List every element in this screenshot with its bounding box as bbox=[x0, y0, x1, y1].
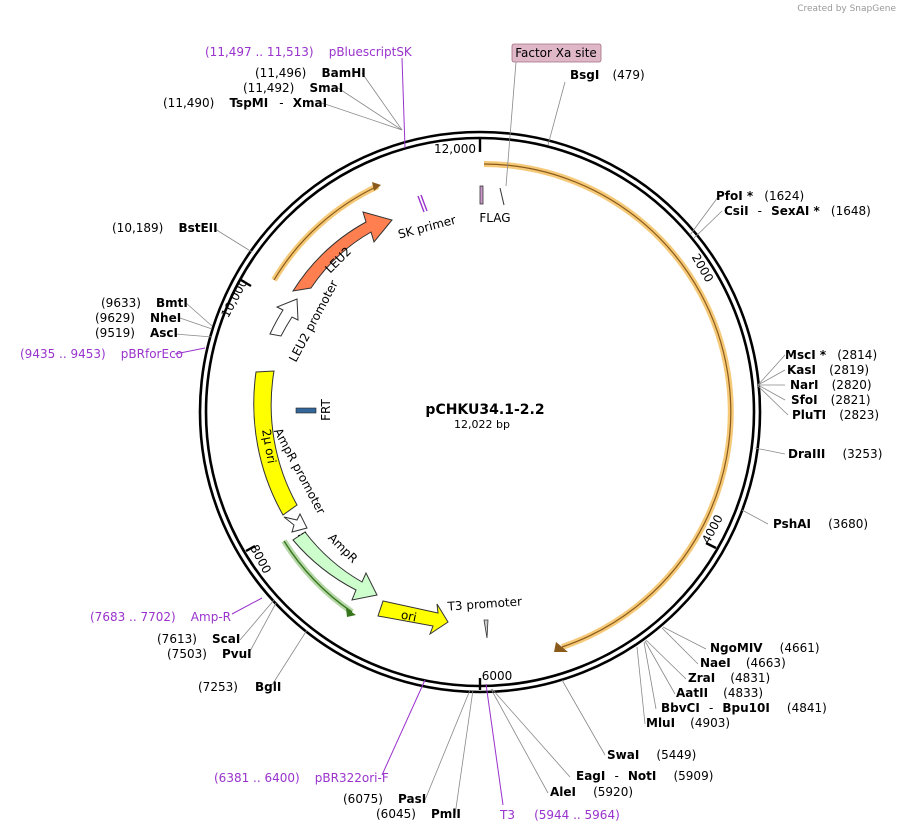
enzyme-mscI: MscI * (2814) bbox=[785, 344, 877, 363]
primer-pbluescriptSK: (11,497 .. 11,513) pBluescriptSK bbox=[205, 41, 413, 60]
snapgene-watermark: Created by SnapGene bbox=[797, 4, 896, 14]
frt-feature bbox=[295, 407, 317, 414]
enzyme-zraI: ZraI (4831) bbox=[688, 667, 770, 686]
enzyme-pshAI: PshAI (3680) bbox=[773, 513, 868, 532]
t3-promoter-label: T3 promoter bbox=[446, 594, 522, 613]
sk-primer-mark2 bbox=[420, 194, 428, 212]
enzyme-bsgI: BsgI (479) bbox=[570, 64, 645, 83]
backbone-outer bbox=[198, 130, 762, 694]
green-arc-core bbox=[283, 540, 353, 613]
enzyme-pfoI: PfoI * (1624) bbox=[716, 185, 804, 204]
enzyme-pvuI: (7503) PvuI bbox=[167, 643, 252, 662]
two-micron-feature bbox=[253, 370, 298, 516]
factor-xa-box bbox=[511, 43, 602, 63]
orange-arc-left-head bbox=[372, 182, 381, 191]
primer-leaders bbox=[174, 57, 504, 806]
enzyme-scaI: (7613) ScaI bbox=[157, 628, 240, 647]
t3-promoter-feature bbox=[483, 619, 489, 639]
enzyme-pasI: (6075) PasI bbox=[343, 788, 426, 807]
sk-primer-label: SK primer bbox=[397, 213, 458, 242]
enzyme-ascI: (9519) AscI bbox=[95, 322, 178, 341]
tick-label-12000: 12,000 bbox=[434, 142, 476, 156]
enzyme-draIII: DraIII (3253) bbox=[788, 443, 882, 462]
ori-feature bbox=[377, 600, 449, 636]
enzyme-narI: NarI (2820) bbox=[790, 374, 872, 393]
enzyme-kasI: KasI (2819) bbox=[787, 359, 869, 378]
flag-label: FLAG bbox=[479, 211, 510, 225]
enzyme-pmlI: (6045) PmlI bbox=[376, 803, 461, 822]
orange-arc-right-head bbox=[554, 642, 568, 652]
enzyme-mluI: MluI (4903) bbox=[646, 712, 730, 731]
leu2-feature bbox=[291, 211, 393, 292]
enzyme-swaI: SwaI (5449) bbox=[607, 744, 696, 763]
enzyme-ngoMIV: NgoMIV (4661) bbox=[710, 637, 820, 656]
ori-label: ori bbox=[400, 608, 418, 625]
enzyme-eagI: EagI - NotI (5909) bbox=[576, 765, 713, 784]
green-arc-head bbox=[346, 608, 356, 617]
enzyme-aatII: AatII (4833) bbox=[676, 682, 763, 701]
two-micron-label: 2μ ori bbox=[259, 428, 279, 465]
enzyme-pluTI: PluTI (2823) bbox=[792, 404, 879, 423]
flag-feature bbox=[479, 185, 484, 205]
enzyme-tspMI: (11,490) TspMI - XmaI bbox=[163, 92, 327, 111]
enzyme-aleI: AleI (5920) bbox=[550, 781, 633, 800]
tick-8000 bbox=[245, 544, 256, 553]
enzyme-sfoI: SfoI (2821) bbox=[791, 389, 871, 408]
enzyme-bamHI: (11,496) BamHI bbox=[255, 62, 366, 81]
enzyme-bstEII: (10,189) BstEII bbox=[112, 217, 218, 236]
leader-lines bbox=[174, 72, 789, 816]
leu2-promoter-feature bbox=[269, 298, 299, 337]
ampr-dashed bbox=[297, 531, 307, 537]
enzyme-bmtI: (9633) BmtI bbox=[101, 292, 188, 311]
primer-pbr322ori: (6381 .. 6400) pBR322ori-F bbox=[214, 767, 389, 786]
enzyme-csiI: CsiI - SexAI * (1648) bbox=[724, 200, 871, 219]
enzyme-smaI: (11,492) SmaI bbox=[243, 77, 343, 96]
primer-t3: T3 (5944 .. 5964) bbox=[499, 804, 620, 823]
plasmid-name: pCHKU34.1-2.2 bbox=[425, 402, 544, 418]
ampr-feature bbox=[292, 531, 378, 601]
tick-label-8000: 8000 bbox=[247, 542, 274, 576]
enzyme-naeI: NaeI (4663) bbox=[700, 652, 786, 671]
tick-label-6000: 6000 bbox=[482, 669, 513, 683]
orange-arc-right-core bbox=[483, 163, 732, 648]
ampr-promoter-feature bbox=[283, 512, 308, 533]
enzyme-bbvCI: BbvCI - Bpu10I (4841) bbox=[661, 697, 827, 716]
plasmid-length: 12,022 bp bbox=[454, 418, 510, 431]
factor-xa-leader bbox=[505, 61, 517, 187]
enzyme-bglI: (7253) BglI bbox=[198, 676, 281, 695]
primer-pbrforeco: (9435 .. 9453) pBRforEco bbox=[20, 343, 183, 362]
tick-4000 bbox=[705, 541, 717, 550]
frt-label: FRT bbox=[319, 398, 333, 420]
sk-primer-mark bbox=[417, 195, 425, 213]
tick-10000 bbox=[240, 278, 252, 288]
factor-xa-label: Factor Xa site bbox=[515, 46, 597, 60]
enzyme-nheI: (9629) NheI bbox=[95, 307, 181, 326]
primer-amp-r: (7683 .. 7702) Amp-R bbox=[90, 606, 231, 625]
orange-arc-left-core bbox=[273, 185, 379, 281]
flag-mark bbox=[499, 187, 505, 206]
leu2-label: LEU2 bbox=[322, 244, 354, 276]
